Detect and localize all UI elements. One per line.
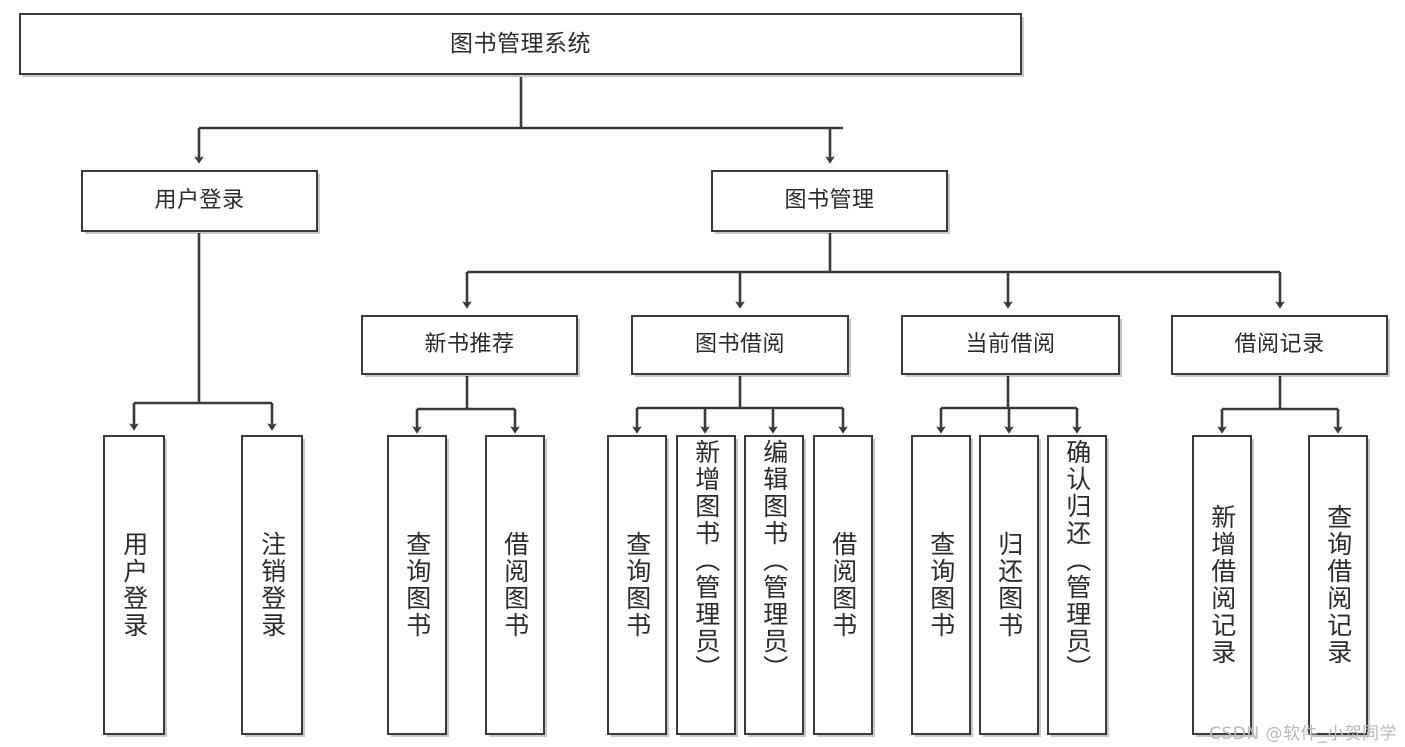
node-borrow-record-label: 借阅记录 [1234,331,1325,357]
node-user-login-label: 用户登录 [154,187,245,213]
leaf-current-borrow-return-label: 归还图书 [994,531,1024,639]
node-book-borrow-label: 图书借阅 [694,331,785,357]
node-current-borrow[interactable]: 当前借阅 [901,315,1120,375]
leaf-current-borrow-confirm-label: 确认归还（管理员） [1062,439,1092,682]
leaf-user-login-login[interactable]: 用户登录 [103,435,165,735]
leaf-current-borrow-return[interactable]: 归还图书 [979,435,1039,735]
node-root-label: 图书管理系统 [450,30,591,57]
leaf-user-login-logout-label: 注销登录 [257,531,287,639]
node-new-book-recommend-label: 新书推荐 [424,331,515,357]
leaf-book-borrow-edit-label: 编辑图书（管理员） [759,439,789,682]
leaf-book-borrow-query[interactable]: 查询图书 [607,435,667,735]
node-book-borrow[interactable]: 图书借阅 [631,315,849,375]
leaf-book-borrow-edit[interactable]: 编辑图书（管理员） [744,435,804,735]
leaf-book-borrow-add[interactable]: 新增图书（管理员） [676,435,736,735]
leaf-new-book-borrow[interactable]: 借阅图书 [485,435,545,735]
node-new-book-recommend[interactable]: 新书推荐 [361,315,578,375]
node-root[interactable]: 图书管理系统 [19,13,1022,75]
leaf-user-login-logout[interactable]: 注销登录 [241,435,303,735]
leaf-book-borrow-add-label: 新增图书（管理员） [691,439,721,682]
leaf-new-book-query[interactable]: 查询图书 [387,435,447,735]
leaf-borrow-record-add[interactable]: 新增借阅记录 [1192,435,1252,735]
node-user-login[interactable]: 用户登录 [81,170,318,232]
node-book-manage-label: 图书管理 [784,187,875,213]
leaf-borrow-record-query[interactable]: 查询借阅记录 [1308,435,1368,735]
node-current-borrow-label: 当前借阅 [965,331,1056,357]
leaf-current-borrow-confirm[interactable]: 确认归还（管理员） [1047,435,1107,735]
node-borrow-record[interactable]: 借阅记录 [1171,315,1388,375]
leaf-current-borrow-query-label: 查询图书 [926,531,956,639]
leaf-book-borrow-borrow[interactable]: 借阅图书 [813,435,873,735]
leaf-current-borrow-query[interactable]: 查询图书 [911,435,971,735]
leaf-new-book-query-label: 查询图书 [402,531,432,639]
leaf-new-book-borrow-label: 借阅图书 [500,531,530,639]
leaf-user-login-login-label: 用户登录 [119,531,149,639]
leaf-borrow-record-query-label: 查询借阅记录 [1323,504,1353,666]
leaf-book-borrow-borrow-label: 借阅图书 [828,531,858,639]
node-book-manage[interactable]: 图书管理 [711,170,948,232]
csdn-watermark: CSDN @软件_小贺同学 [1209,724,1397,744]
leaf-book-borrow-query-label: 查询图书 [622,531,652,639]
leaf-borrow-record-add-label: 新增借阅记录 [1207,504,1237,666]
